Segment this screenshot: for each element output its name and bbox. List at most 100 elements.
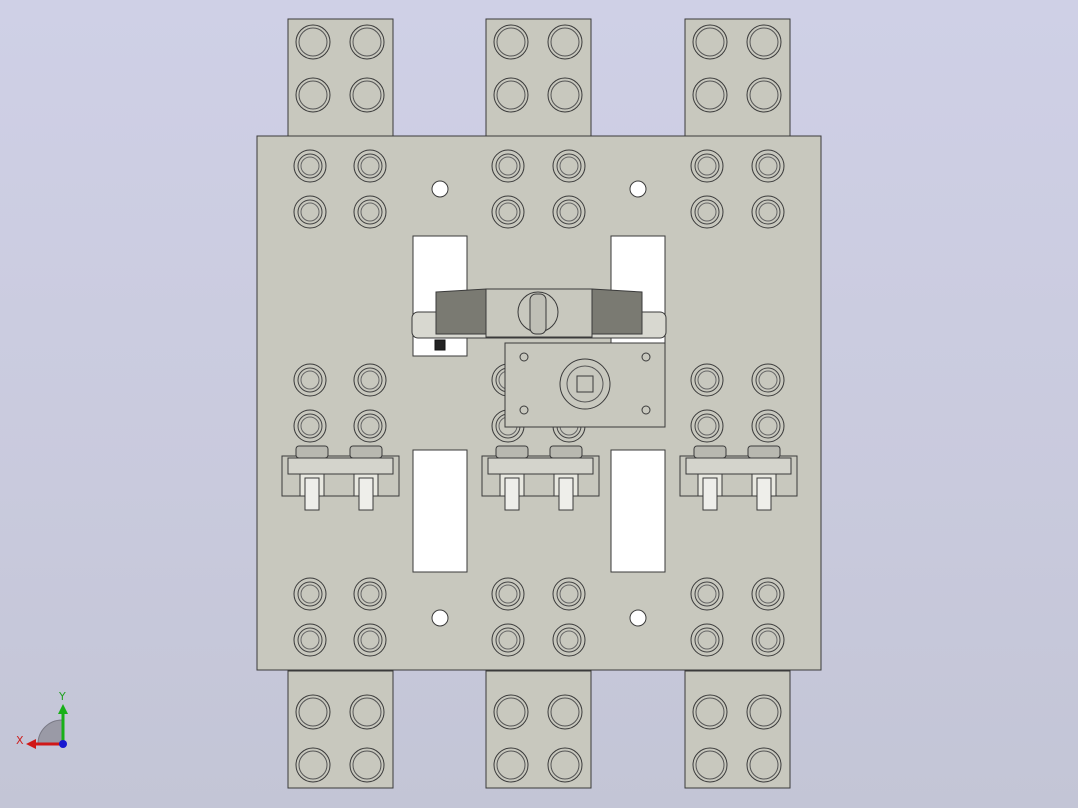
bolt-hole <box>293 577 327 611</box>
bolt-hole-ring <box>357 627 383 653</box>
bolt-hole-inner <box>559 156 579 176</box>
bolt-hole-ring <box>297 581 323 607</box>
bolt-hole <box>690 195 724 229</box>
plate-window <box>610 449 666 573</box>
terminal-hole <box>746 24 782 60</box>
terminal-hole-inner <box>496 750 526 780</box>
bolt-hole <box>552 195 586 229</box>
bolt-hole-ring <box>297 413 323 439</box>
bolt-hole-ring <box>694 581 720 607</box>
actuator-screw <box>641 405 651 415</box>
square-drive <box>576 375 594 393</box>
mounting-hole <box>431 609 449 627</box>
clamp-bar <box>685 457 792 475</box>
bolt-hole-ring <box>357 413 383 439</box>
bolt-hole <box>552 623 586 657</box>
terminal-hole-inner <box>352 80 382 110</box>
operating-mechanism <box>411 288 667 428</box>
bolt-hole <box>293 363 327 397</box>
bolt-hole <box>690 409 724 443</box>
terminal-hole-inner <box>496 80 526 110</box>
terminal-hole-inner <box>550 750 580 780</box>
bolt-hole <box>751 363 785 397</box>
bolt-hole-inner <box>498 630 518 650</box>
bolt-hole-ring <box>755 413 781 439</box>
bolt-hole-ring <box>495 199 521 225</box>
bolt-hole-ring <box>694 413 720 439</box>
terminal-hole <box>295 694 331 730</box>
bolt-hole-ring <box>556 581 582 607</box>
y-axis-arrowhead <box>58 704 68 714</box>
clamp-bar <box>287 457 394 475</box>
bolt-hole <box>690 363 724 397</box>
hex-nut <box>747 445 781 459</box>
hex-nut <box>349 445 383 459</box>
bolt-hole-ring <box>556 153 582 179</box>
terminal-hole <box>692 747 728 783</box>
bottom-terminal-bars <box>287 670 791 789</box>
bolt-hole <box>353 149 387 183</box>
terminal-hole-inner <box>352 697 382 727</box>
terminal-hole <box>547 77 583 113</box>
terminal-hole <box>295 747 331 783</box>
bolt-hole-ring <box>495 581 521 607</box>
terminal-hole <box>349 747 385 783</box>
mounting-hole <box>431 180 449 198</box>
triad-sector <box>37 719 63 745</box>
terminal-hole <box>692 694 728 730</box>
bolt-hole-inner <box>300 202 320 222</box>
bolt-hole-inner <box>697 584 717 604</box>
bolt-hole-ring <box>755 199 781 225</box>
terminal-hole <box>547 694 583 730</box>
bolt-hole <box>751 149 785 183</box>
bolt-hole-inner <box>498 202 518 222</box>
bolt-hole-ring <box>297 153 323 179</box>
terminal-hole-inner <box>695 697 725 727</box>
contact-clamp-blocks <box>281 445 798 511</box>
bolt-hole-ring <box>357 581 383 607</box>
right-arm-block <box>591 288 643 335</box>
bolt-hole-inner <box>758 370 778 390</box>
mounting-hole <box>629 609 647 627</box>
hex-nut <box>549 445 583 459</box>
bolt-shank <box>358 477 374 511</box>
bolt-hole-ring <box>755 627 781 653</box>
bolt-hole-ring <box>755 153 781 179</box>
bolt-hole <box>751 623 785 657</box>
bolt-hole <box>491 577 525 611</box>
terminal-hole <box>493 77 529 113</box>
terminal-hole-inner <box>298 697 328 727</box>
bolt-hole <box>293 149 327 183</box>
bolt-hole-inner <box>559 630 579 650</box>
terminal-hole <box>295 24 331 60</box>
bolt-hole-ring <box>755 581 781 607</box>
bolt-hole-inner <box>300 416 320 436</box>
bolt-hole <box>293 623 327 657</box>
bolt-hole <box>690 577 724 611</box>
terminal-hole <box>295 77 331 113</box>
hex-nut <box>693 445 727 459</box>
terminal-hole <box>493 747 529 783</box>
bolt-hole <box>293 195 327 229</box>
plate-window <box>412 449 468 573</box>
bolt-hole-ring <box>694 199 720 225</box>
actuator-hub-ring <box>566 365 604 403</box>
bolt-shank <box>504 477 520 511</box>
bolt-hole-inner <box>498 156 518 176</box>
bolt-hole <box>552 149 586 183</box>
hex-nut <box>295 445 329 459</box>
bolt-hole-inner <box>697 202 717 222</box>
bolt-hole-ring <box>755 367 781 393</box>
bolt-hole <box>491 623 525 657</box>
terminal-hole-inner <box>749 80 779 110</box>
bolt-hole-ring <box>357 153 383 179</box>
terminal-hole <box>547 24 583 60</box>
bolt-hole-inner <box>697 416 717 436</box>
bolt-shank <box>558 477 574 511</box>
terminal-hole <box>349 24 385 60</box>
bolt-hole-inner <box>498 584 518 604</box>
bolt-hole <box>751 409 785 443</box>
actuator-screw <box>519 352 529 362</box>
